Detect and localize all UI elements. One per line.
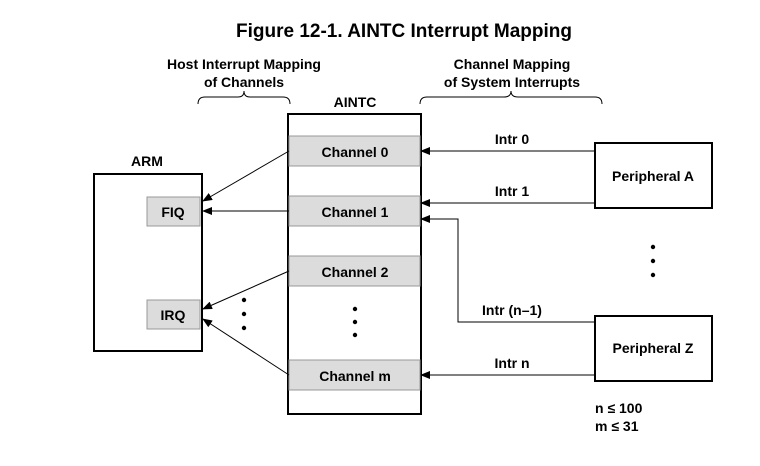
host-mapping-arrows	[202, 150, 290, 376]
channel-2-label: Channel 2	[322, 264, 389, 280]
irq-label: IRQ	[161, 307, 186, 323]
intr-n-1-label: Intr (n–1)	[482, 302, 542, 318]
intr-0-label: Intr 0	[495, 131, 529, 147]
figure-title: Figure 12-1. AINTC Interrupt Mapping	[236, 21, 572, 42]
system-interrupt-arrows	[420, 147, 595, 379]
channel-m-label: Channel m	[319, 368, 391, 384]
header-right-line1: Channel Mapping	[454, 56, 571, 72]
channel-0-label: Channel 0	[322, 144, 389, 160]
irq-box	[146, 299, 201, 330]
header-right-brace	[419, 90, 603, 105]
peripheral-a-box	[594, 142, 713, 209]
intr-n-label: Intr n	[495, 355, 530, 371]
peripheral-z-label: Peripheral Z	[613, 340, 694, 356]
intr-1-label: Intr 1	[495, 183, 529, 199]
header-right-line2: of System Interrupts	[444, 74, 580, 90]
limit-n: n ≤ 100	[595, 400, 643, 416]
channel-2-box	[288, 255, 421, 287]
fiq-box	[146, 196, 201, 227]
aintc-label: AINTC	[334, 94, 377, 110]
header-left-brace	[197, 90, 291, 105]
limit-m: m ≤ 31	[595, 418, 639, 434]
channel-ellipsis	[352, 306, 358, 338]
fiq-label: FIQ	[161, 204, 184, 220]
header-left-line2: of Channels	[204, 74, 284, 90]
header-left-line1: Host Interrupt Mapping	[167, 56, 321, 72]
host-ellipsis	[241, 297, 247, 331]
channel-1-box	[288, 195, 421, 227]
channel-1-label: Channel 1	[322, 204, 389, 220]
peripheral-a-label: Peripheral A	[612, 168, 694, 184]
peripheral-z-box	[594, 315, 713, 382]
peripheral-ellipsis	[650, 244, 656, 278]
arm-label: ARM	[131, 153, 163, 169]
channel-m-box	[288, 359, 421, 391]
channel-0-box	[288, 135, 421, 167]
